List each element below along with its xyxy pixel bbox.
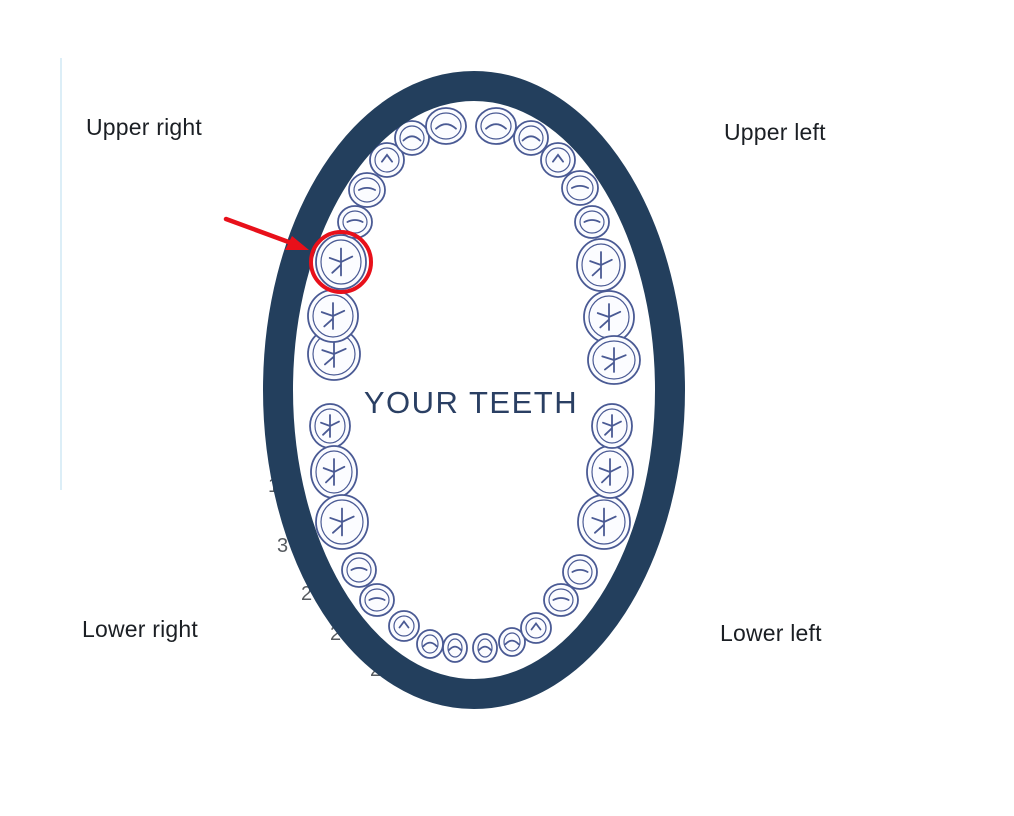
highlight-circle bbox=[309, 230, 373, 294]
tooth-upper-left-8 bbox=[587, 335, 641, 385]
tooth-upper-left-5 bbox=[574, 205, 610, 239]
tooth-lower-right-7 bbox=[416, 629, 444, 659]
center-title: YOUR TEETH bbox=[364, 385, 578, 420]
lower-left-label: Lower left bbox=[720, 620, 822, 646]
tooth-lower-right-4 bbox=[341, 552, 377, 588]
tooth-upper-right-7 bbox=[394, 120, 430, 156]
svg-text:2: 2 bbox=[330, 623, 341, 645]
lower-right-label: Lower right bbox=[82, 616, 198, 642]
tooth-lower-left-3 bbox=[520, 612, 552, 644]
tooth-upper-left-7 bbox=[583, 290, 635, 344]
left-edge-line bbox=[60, 58, 62, 490]
tooth-lower-left-7 bbox=[586, 445, 634, 499]
tooth-lower-right-2 bbox=[310, 445, 358, 499]
tooth-lower-left-2 bbox=[498, 627, 526, 657]
upper-left-label: Upper left bbox=[724, 119, 826, 145]
tooth-upper-left-3 bbox=[540, 142, 576, 178]
tooth-upper-right-4 bbox=[337, 205, 373, 239]
pointer-arrow bbox=[223, 216, 309, 250]
teeth-group bbox=[307, 107, 641, 663]
tooth-lower-left-6 bbox=[577, 494, 631, 550]
tooth-upper-right-1 bbox=[307, 327, 361, 381]
tooth-lower-right-1 bbox=[309, 403, 351, 449]
tooth-upper-right-5 bbox=[348, 172, 386, 208]
tooth-upper-right-3 bbox=[315, 234, 367, 290]
svg-text:2: 2 bbox=[301, 583, 312, 605]
tooth-upper-left-6 bbox=[576, 238, 626, 292]
tooth-lower-left-4 bbox=[543, 583, 579, 617]
tooth-lower-left-1 bbox=[472, 633, 498, 663]
tooth-lower-right-8 bbox=[442, 633, 468, 663]
tooth-lower-right-6 bbox=[388, 610, 420, 642]
tooth-lower-left-8 bbox=[591, 403, 633, 449]
tooth-upper-left-4 bbox=[561, 170, 599, 206]
tooth-upper-right-8 bbox=[425, 107, 467, 145]
tooth-upper-right-6 bbox=[369, 142, 405, 178]
upper-right-label: Upper right bbox=[86, 114, 202, 140]
arch-outline bbox=[263, 71, 685, 709]
tooth-lower-left-5 bbox=[562, 554, 598, 590]
svg-text:3: 3 bbox=[277, 535, 288, 557]
tooth-lower-right-5 bbox=[359, 583, 395, 617]
tooth-upper-right-2 bbox=[307, 289, 359, 343]
tooth-lower-right-3 bbox=[315, 494, 369, 550]
tooth-upper-left-1 bbox=[475, 107, 517, 145]
tooth-upper-left-2 bbox=[513, 120, 549, 156]
